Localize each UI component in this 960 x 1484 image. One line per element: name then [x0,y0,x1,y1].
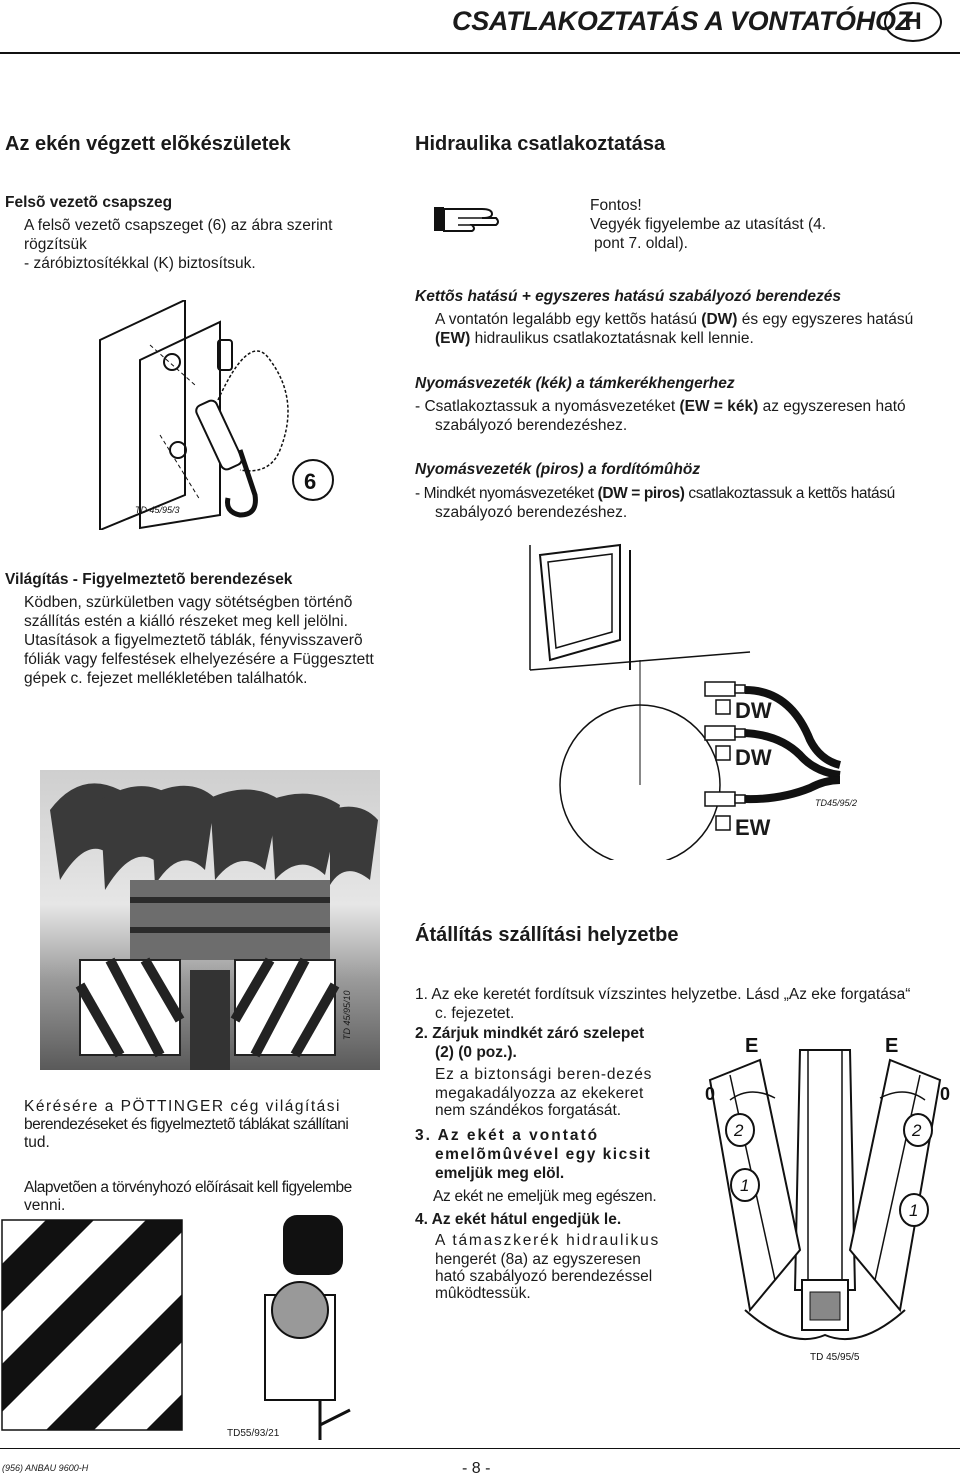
figure-label: TD 45/95/5 [810,1352,860,1363]
figure-label: TD45/95/2 [815,798,858,808]
transport-heading: Átállítás szállítási helyzetbe [415,924,679,946]
step-line: emelõmûvével egy kicsit [435,1146,652,1163]
step-note: ható szabályozó berendezéssel [435,1268,653,1285]
step-line: 1. Az eke keretét fordítsuk vízszintes h… [415,986,911,1003]
paragraph-line: (EW) hidraulikus csatlakoztatásnak kell … [435,330,754,347]
step-note: megakadályozza az ekekeret [435,1085,644,1102]
paragraph-line: venni. [24,1197,66,1214]
paragraph-line: - Csatlakoztassuk a nyomásvezetéket (EW … [415,398,906,415]
paragraph-line: Kérésére a PÖTTINGER cég világítási [24,1098,341,1115]
hydraulic-connection-figure [529,543,842,860]
paragraph-line: berendezéseket és figyelmeztetõ táblákat… [24,1116,349,1133]
paragraph-line: pont 7. oldal). [594,235,688,252]
figure-callout: E [885,1035,898,1057]
page-number: - 8 - [462,1460,491,1477]
paragraph-line: Utasítások a figyelmeztetõ táblák, fényv… [24,632,363,649]
figure-label: TD 45/95/3 [135,505,180,515]
step-line: 3. Az ekét a vontató [415,1127,600,1144]
step-note: A támaszkerék hidraulikus [435,1232,661,1249]
paragraph-line: A felsõ vezetõ csapszeget (6) az ábra sz… [24,217,333,234]
plough-photo [40,770,380,1070]
plough-frame-figure: 2 2 1 1 E E 0 0 TD 45/95/5 [705,1035,950,1363]
right-heading: Hidraulika csatlakoztatása [415,133,666,155]
lighting-heading: Világítás - Figyelmeztetõ berendezések [5,571,293,588]
page-header-title: CSATLAKOZTATÁS A VONTATÓHOZ [452,6,912,36]
paragraph-line: gépek c. fejezet mellékletében található… [24,670,308,687]
svg-text:1: 1 [909,1201,918,1220]
paragraph-line: szabályozó berendezéshez. [435,417,628,434]
sub-heading-top-link: Felsõ vezetõ csapszeg [5,194,173,211]
header-rule [0,52,960,54]
figure-label: TD55/93/21 [227,1428,280,1439]
paragraph-line: - Mindkét nyomásvezetéket (DW = piros) c… [415,485,895,502]
step-line: 2. Zárjuk mindkét záró szelepet [415,1025,645,1042]
paragraph-line: tud. [24,1134,50,1151]
section-heading: Kettõs hatású + egyszeres hatású szabály… [415,288,841,305]
svg-text:1: 1 [740,1176,749,1195]
paragraph-line: - záróbiztosítékkal (K) biztosítsuk. [24,255,256,272]
paragraph-line: Ködben, szürkületben vagy sötétségben tö… [24,594,353,611]
step-line: c. fejezetet. [435,1005,515,1022]
part-number: 6 [304,469,316,494]
paragraph-line: Alapvetõen a törvényhozó elõírásait kell… [24,1179,352,1196]
step-note: Ez a biztonsági beren-dezés [435,1066,653,1083]
figure-callout: 0 [705,1084,715,1104]
svg-text:2: 2 [733,1121,744,1140]
footer-rule [0,1448,960,1449]
step-note: nem szándékos forgatását. [435,1102,622,1119]
language-badge: H [884,2,942,42]
paragraph-line: szabályozó berendezéshez. [435,504,628,521]
step-line: 4. Az ekét hátul engedjük le. [415,1211,622,1228]
hydraulic-label-dw: DW [735,745,772,770]
paragraph-line: szállítás estén a kiálló részeket meg ke… [24,613,348,630]
step-line: (2) (0 poz.). [435,1044,517,1061]
step-note: Az ekét ne emeljük meg egészen. [433,1188,657,1205]
svg-text:2: 2 [911,1121,922,1140]
top-link-pin-figure: TD 45/95/3 6 [99,300,334,530]
paragraph-line: A vontatón legalább egy kettõs hatású (D… [435,311,914,328]
hydraulic-label-dw: DW [735,698,772,723]
left-heading: Az ekén végzett elõkészületek [5,133,291,155]
important-label: Fontos! [590,197,642,214]
footer-doc-code: (956) ANBAU 9600-H [2,1463,89,1473]
section-heading: Nyomásvezeték (piros) a fordítómûhöz [415,461,701,478]
pointing-hand-icon [434,207,499,232]
paragraph-line: fóliák vagy felfestések elhelyezésére a … [24,651,374,668]
figure-label: TD 45/95/10 [342,990,352,1040]
figure-callout: E [745,1035,758,1057]
warning-sign-figure [1,1215,351,1440]
paragraph-line: Vegyék figyelembe az utasítást (4. [590,216,827,233]
figure-callout: 0 [940,1084,950,1104]
step-note: hengerét (8a) az egyszeresen [435,1251,641,1268]
step-line: emeljük meg elöl. [435,1165,565,1182]
hydraulic-label-ew: EW [735,815,771,840]
section-heading: Nyomásvezeték (kék) a támkerékhengerhez [415,375,735,392]
paragraph-line: rögzítsük [24,236,87,253]
step-note: mûködtessük. [435,1285,531,1302]
